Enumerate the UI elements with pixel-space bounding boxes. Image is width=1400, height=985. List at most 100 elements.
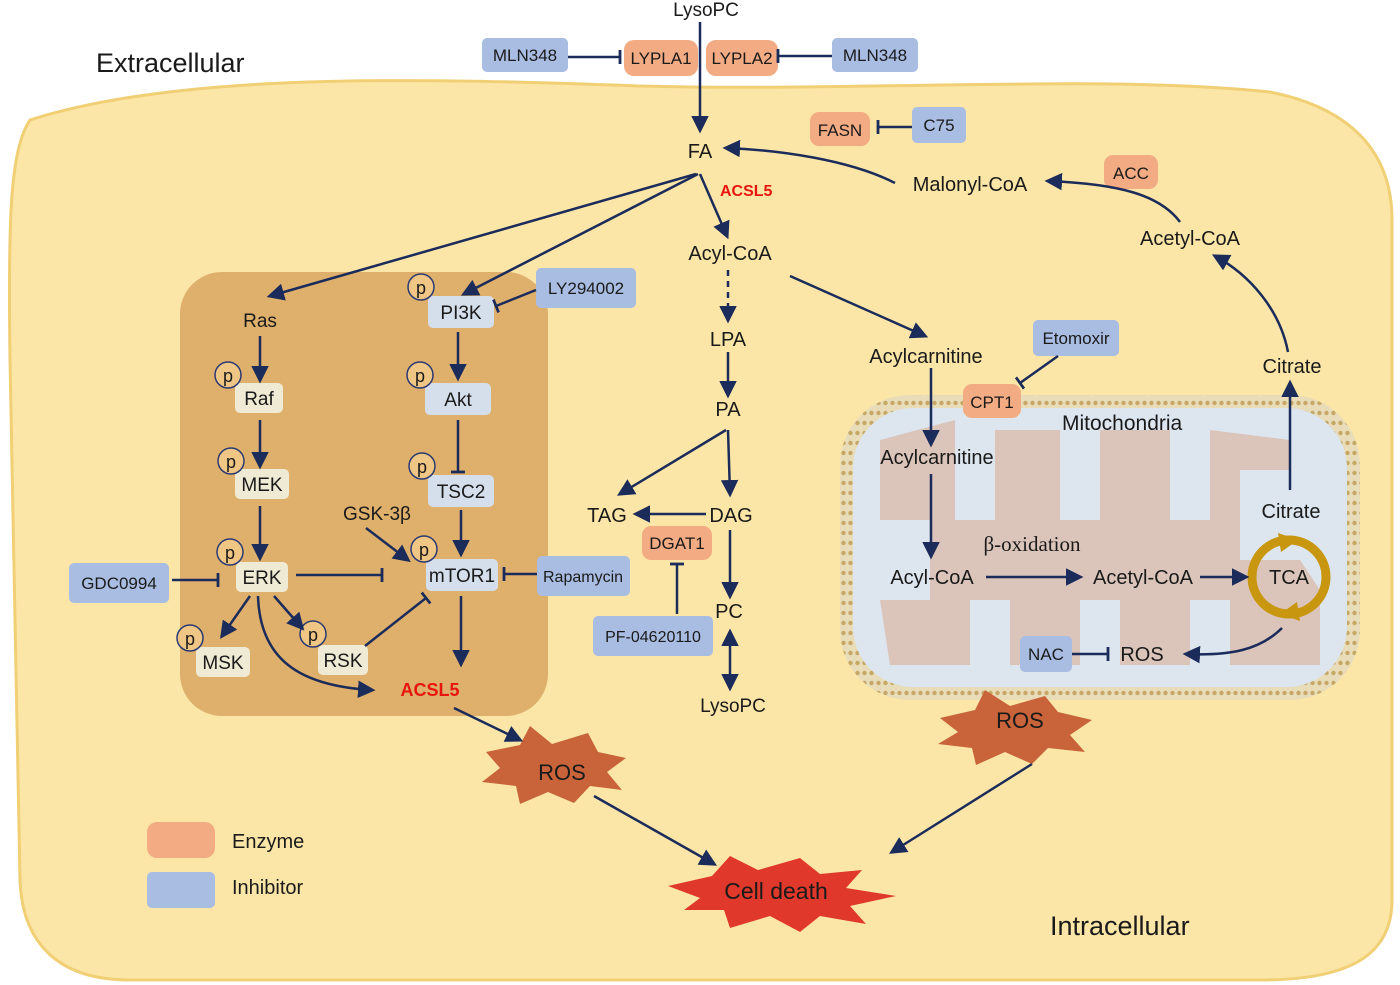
legend-enzyme-swatch [147,822,215,858]
mitochondrial-cristae [880,420,1320,665]
mtor1-label: mTOR1 [429,566,495,587]
erk-phospho-label: p [225,543,235,563]
ly294002-inhibitor [536,268,636,308]
c75-label: C75 [923,116,954,135]
ros-left-burst-icon [482,726,626,804]
arrow-malonyl-fa [722,139,896,185]
akt-box [425,383,491,415]
arrow-acylcoa-acylcarnitine [789,274,929,339]
rsk-phospho-icon [299,620,327,648]
inhibit-ly294002-pi3k [492,288,537,314]
msk-phospho-label: p [185,629,195,649]
ly294002-label: LY294002 [548,279,624,298]
msk-phospho-icon [176,624,204,652]
ros-right-burst-icon [938,690,1092,765]
msk-label: MSK [202,653,244,674]
lypla2-label: LYPLA2 [711,49,772,68]
gdc0994-label: GDC0994 [81,574,157,593]
lypla1-enzyme [624,40,698,76]
akt-phospho-icon [406,361,434,389]
mek-box [235,469,289,499]
mitochondria-label: Mitochondria [1062,412,1183,435]
arrow-fa-ras [266,172,697,301]
dgat1-label: DGAT1 [649,534,704,553]
malonyl-coa-node: Malonyl-CoA [913,174,1028,196]
erk-box [236,562,288,592]
cpt1-enzyme [963,384,1021,418]
pi3k-box [428,296,494,328]
pf04620110-inhibitor [593,616,713,656]
rsk-phospho-label: p [308,625,318,645]
erk-label: ERK [242,568,281,589]
raf-phospho-icon [214,361,242,389]
extracellular-label: Extracellular [96,48,245,78]
nac-inhibitor [1020,636,1072,672]
lypla2-enzyme [706,40,778,76]
dgat1-enzyme [642,526,712,560]
acyl-coa-mito-node: Acyl-CoA [890,567,974,589]
connectors [172,22,1299,866]
raf-label: Raf [244,389,274,410]
pi3k-phospho-icon [407,273,435,301]
arrow-fa-pi3k [460,172,699,296]
lypla1-label: LYPLA1 [630,49,691,68]
tca-arrow-top-icon [1278,533,1298,552]
dag-node: DAG [709,505,752,527]
arrow-citrate-acetyl [1211,254,1290,353]
arrow-acsl5-ros [453,706,524,742]
mtor1-phospho-icon [410,535,438,563]
akt-label: Akt [444,390,472,411]
ros-left-label: ROS [538,760,586,785]
fasn-label: FASN [818,121,862,140]
pc-node: PC [715,601,743,623]
legend-inhibitor-label: Inhibitor [232,877,303,899]
arrow-erk-msk [219,595,252,639]
erk-phospho-icon [216,538,244,566]
cpt1-label: CPT1 [970,393,1013,412]
acsl5-signaling-label: ACSL5 [400,680,459,700]
tsc2-label: TSC2 [437,482,486,503]
mln348-left-label: MLN348 [493,46,557,65]
arrow-fa-acylcoa [698,173,730,240]
tca-arrow-bottom-icon [1280,602,1300,621]
cell-death-label: Cell death [724,878,828,904]
pi3k-phospho-label: p [416,278,426,298]
tca-label: TCA [1269,567,1310,589]
legend-enzyme-label: Enzyme [232,831,304,853]
akt-phospho-label: p [415,366,425,386]
inhibit-rsk-mtor1 [364,591,432,647]
acyl-coa-node: Acyl-CoA [688,243,772,265]
acetyl-coa-cyto-node: Acetyl-CoA [1140,228,1241,250]
raf-phospho-label: p [223,366,233,386]
tsc2-box [428,475,494,507]
gdc0994-inhibitor [69,563,169,603]
mtor1-phospho-label: p [419,540,429,560]
pa-node: PA [715,399,741,421]
beta-oxidation-label: β-oxidation [983,532,1081,556]
mtor1-box [426,559,498,591]
mek-phospho-icon [217,447,245,475]
mek-phospho-label: p [226,452,236,472]
arrow-acetyl-malonyl [1044,172,1182,223]
legend-inhibitor-swatch [147,872,215,908]
pf04620110-label: PF-04620110 [605,629,701,646]
arrow-pa-dag [720,429,739,498]
ros-right-label: ROS [996,708,1044,733]
rapamycin-inhibitor [537,556,630,596]
fasn-enzyme [810,112,870,146]
cell-death-burst-icon [668,856,896,932]
raf-box [235,383,283,413]
fa-node: FA [688,141,713,163]
tsc2-phospho-icon [408,452,436,480]
acylcarnitine-mito-node: Acylcarnitine [880,447,993,469]
ras-node: Ras [243,311,277,332]
citrate-mito-node: Citrate [1262,501,1321,523]
rapamycin-label: Rapamycin [543,569,623,586]
citrate-cyto-node: Citrate [1263,356,1322,378]
mek-label: MEK [241,475,283,496]
lysopc-bottom-node: LysoPC [700,696,766,717]
pi3k-label: PI3K [440,303,482,324]
tag-node: TAG [587,505,627,527]
gsk3b-node: GSK-3β [343,504,411,525]
